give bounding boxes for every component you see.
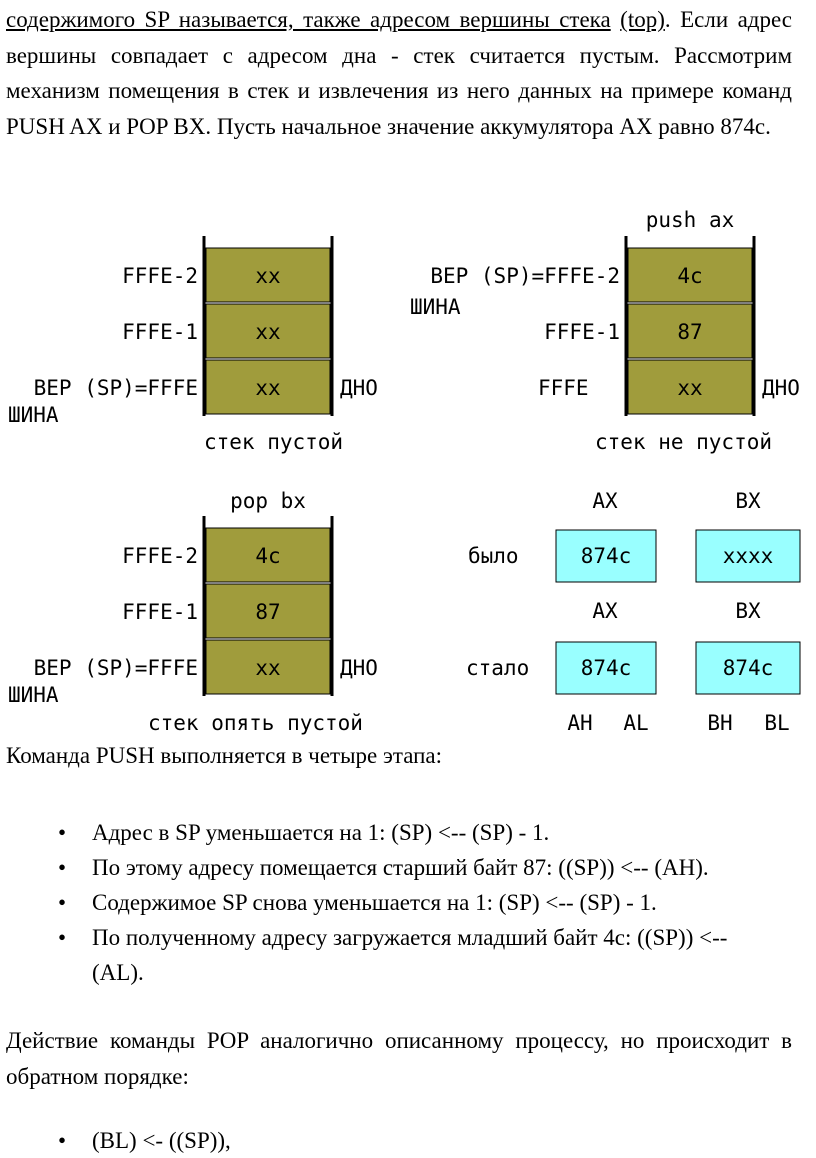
stack-push-value-1: 87 bbox=[677, 320, 702, 344]
stack-push-label-2: FFFE bbox=[538, 376, 589, 400]
stack-pop-value-2: xx bbox=[255, 656, 280, 680]
stack-push-cell-2 bbox=[627, 359, 753, 415]
pop-step-text: (BL) <- ((SP)), bbox=[92, 1128, 231, 1153]
bullet-icon: • bbox=[58, 925, 67, 950]
reg-al-label: AL bbox=[623, 711, 648, 735]
reg-after-ax-box bbox=[555, 641, 657, 695]
stack-pop-cell-0 bbox=[205, 527, 331, 583]
bullet-icon: • bbox=[58, 890, 67, 915]
reg-ah-label: AH bbox=[567, 711, 592, 735]
stack-empty-label-0: FFFE-2 bbox=[122, 264, 198, 288]
intro-text-rest: . Если адрес вершины совпадает с адресом… bbox=[6, 7, 793, 139]
stack-empty-cell-1 bbox=[205, 303, 331, 359]
stack-push: push ax 4c 87 xx ВЕР (SP)=FFFE-2 FFFE-1 … bbox=[410, 208, 800, 454]
list-item: • Адрес в SP уменьшается на 1: (SP) <-- (… bbox=[0, 815, 792, 850]
bullet-icon: • bbox=[58, 855, 67, 880]
pop-intro: Действие команды POP аналогично описанно… bbox=[6, 1028, 792, 1089]
reg-after-bx: 874c bbox=[723, 656, 774, 680]
intro-text-underlined: содержимого SP называется, также адресом… bbox=[6, 7, 611, 32]
reg-before-bx: xxxx bbox=[723, 544, 774, 568]
stack-push-bottom: ДНО bbox=[762, 376, 800, 400]
stack-pop-cell-2 bbox=[205, 639, 331, 695]
stack-empty-value-2: xx bbox=[255, 376, 280, 400]
stack-empty-bottom: ДНО bbox=[340, 376, 378, 400]
push-step-text: По этому адресу помещается старший байт … bbox=[92, 855, 709, 880]
list-item: • (BL) <- ((SP)), bbox=[0, 1123, 792, 1158]
stack-push-value-0: 4c bbox=[677, 264, 702, 288]
stack-push-top-sub: ШИНА bbox=[410, 295, 461, 319]
list-item: • По этому адресу помещается старший байт… bbox=[0, 850, 792, 885]
stack-pop-value-0: 4c bbox=[255, 544, 280, 568]
stack-push-label-0: ВЕР (SP)=FFFE-2 bbox=[430, 264, 620, 288]
push-intro: Команда PUSH выполняется в четыре этапа: bbox=[6, 743, 443, 768]
stack-pop-bottom: ДНО bbox=[340, 656, 378, 680]
stack-empty-value-1: xx bbox=[255, 320, 280, 344]
stack-pop-label-2: ВЕР (SP)=FFFE bbox=[34, 656, 198, 680]
pop-steps-list: • (BL) <- ((SP)), bbox=[0, 1123, 816, 1158]
reg-after-label: стало bbox=[466, 656, 529, 680]
reg-before-label: было bbox=[468, 544, 519, 568]
reg-before-ax-box bbox=[555, 529, 657, 583]
stack-empty-caption: стек пустой bbox=[204, 430, 343, 454]
push-step-text: По полученному адресу загружается младши… bbox=[92, 925, 728, 985]
stack-pop: pop bx 4c 87 xx FFFE-2 FFFE-1 ВЕР (SP)=F… bbox=[8, 489, 378, 735]
stack-pop-caption: стек опять пустой bbox=[148, 711, 363, 735]
reg-after-ax: 874c bbox=[581, 656, 632, 680]
reg-before-ax: 874c bbox=[581, 544, 632, 568]
stack-empty-cell-2 bbox=[205, 359, 331, 415]
stack-empty-cell-0 bbox=[205, 247, 331, 303]
stack-push-cell-1 bbox=[627, 303, 753, 359]
stack-push-cell-0 bbox=[627, 247, 753, 303]
push-step-text: Адрес в SP уменьшается на 1: (SP) <-- (S… bbox=[92, 820, 550, 845]
stack-diagram: xx xx xx FFFE-2 FFFE-1 ВЕР (SP)=FFFE ШИН… bbox=[8, 208, 801, 735]
reg-bl-label: BL bbox=[764, 711, 789, 735]
bullet-icon: • bbox=[58, 820, 67, 845]
stack-push-caption: стек не пустой bbox=[595, 430, 772, 454]
stack-empty-value-0: xx bbox=[255, 264, 280, 288]
reg-ax-label-top: AX bbox=[592, 489, 618, 513]
stack-empty-top-sub: ШИНА bbox=[8, 403, 59, 427]
stack-pop-value-1: 87 bbox=[255, 600, 280, 624]
reg-ax-label-bottom: AX bbox=[592, 599, 618, 623]
push-steps-list: • Адрес в SP уменьшается на 1: (SP) <-- (… bbox=[0, 815, 816, 990]
reg-bx-label-bottom: BX bbox=[735, 599, 761, 623]
stack-pop-top-sub: ШИНА bbox=[8, 683, 59, 707]
list-item: • Содержимое SP снова уменьшается на 1: (… bbox=[0, 885, 792, 920]
stack-push-header: push ax bbox=[646, 208, 735, 232]
reg-bh-label: BH bbox=[707, 711, 732, 735]
push-step-text: Содержимое SP снова уменьшается на 1: (S… bbox=[92, 890, 657, 915]
stack-pop-label-1: FFFE-1 bbox=[122, 600, 198, 624]
reg-after-bx-box bbox=[695, 641, 801, 695]
stack-push-label-1: FFFE-1 bbox=[544, 320, 620, 344]
reg-before-bx-box bbox=[695, 529, 801, 583]
stack-pop-label-0: FFFE-2 bbox=[122, 544, 198, 568]
stack-push-value-2: xx bbox=[677, 376, 702, 400]
stack-empty-label-1: FFFE-1 bbox=[122, 320, 198, 344]
registers: AX BX было 874c xxxx AX BX стало 874c 87… bbox=[466, 489, 801, 735]
stack-pop-cell-1 bbox=[205, 583, 331, 639]
intro-paragraph: содержимого SP называется, также адресом… bbox=[6, 2, 792, 144]
stack-empty-label-2: ВЕР (SP)=FFFE bbox=[34, 376, 198, 400]
reg-bx-label-top: BX bbox=[735, 489, 761, 513]
list-item: • По полученному адресу загружается младш… bbox=[0, 920, 782, 990]
stack-pop-header: pop bx bbox=[230, 489, 306, 513]
bullet-icon: • bbox=[58, 1128, 67, 1153]
stack-empty: xx xx xx FFFE-2 FFFE-1 ВЕР (SP)=FFFE ШИН… bbox=[8, 236, 378, 454]
intro-top-term: (top) bbox=[620, 7, 665, 32]
